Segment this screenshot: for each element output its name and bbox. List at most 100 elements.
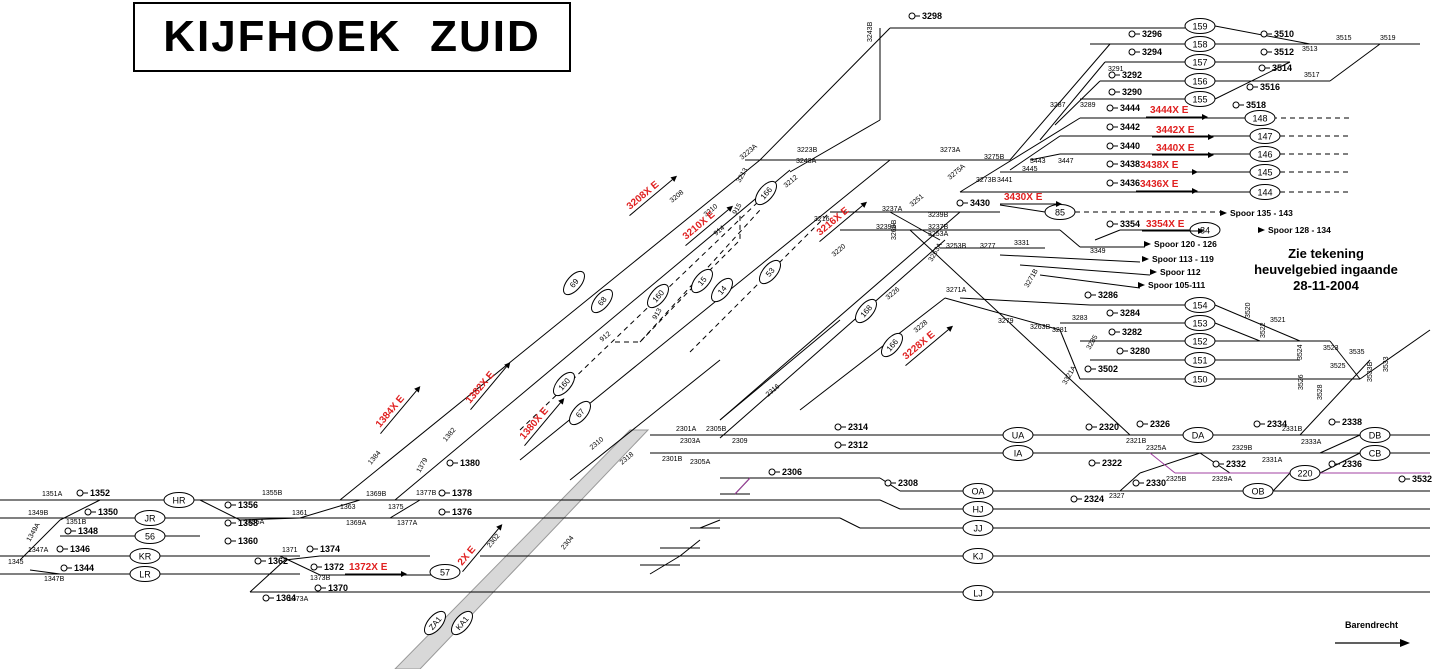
- switch-label: 3271A: [946, 287, 967, 294]
- switch-label: 2305A: [690, 459, 711, 466]
- track-oval: 157: [1184, 54, 1216, 70]
- track-oval: IA: [1002, 445, 1034, 461]
- track-oval: DA: [1182, 427, 1214, 443]
- track-label: 153: [1192, 319, 1207, 329]
- signal: 3532: [1398, 474, 1432, 484]
- track-oval-shape: [129, 566, 161, 582]
- track-oval: KJ: [962, 548, 994, 564]
- signal-label: 1370: [328, 583, 348, 593]
- track-oval: 158: [1184, 36, 1216, 52]
- switch-label: 914: [713, 225, 727, 238]
- track-label: 147: [1257, 132, 1272, 142]
- signal-label: 2330: [1146, 478, 1166, 488]
- route-text: 3228X E: [901, 329, 938, 362]
- signal-label: 2336: [1342, 459, 1362, 469]
- signal-label: 3444: [1120, 103, 1140, 113]
- spoor-arrow-icon: [1258, 227, 1265, 233]
- spoor-label: Spoor 105-111: [1138, 280, 1205, 290]
- signal-label: 1374: [320, 544, 340, 554]
- signal-label: 3438: [1120, 159, 1140, 169]
- signal-label: 1376: [452, 507, 472, 517]
- track-lines: [0, 25, 1431, 593]
- signal: 3514: [1258, 63, 1292, 73]
- switch-label: 3522: [1260, 322, 1267, 338]
- switch-label: 1349B: [28, 510, 49, 517]
- switch-label: 3263B: [891, 219, 898, 240]
- signal-lamp-icon: [1260, 30, 1268, 38]
- signal: 1364: [262, 593, 296, 603]
- track-oval-shape: [1184, 315, 1216, 331]
- signal-label: 3502: [1098, 364, 1118, 374]
- signal-lamp-icon: [254, 557, 262, 565]
- switch-label: 2301A: [676, 426, 697, 433]
- angled-track-oval: 168: [855, 298, 877, 324]
- spoor-label: Spoor 113 - 119: [1142, 254, 1214, 264]
- signal: 3502: [1084, 364, 1118, 374]
- signal-label: 3294: [1142, 47, 1162, 57]
- track-oval-shape: [1359, 427, 1391, 443]
- signal-lamp-icon: [1253, 420, 1261, 428]
- signal-label: 2314: [848, 422, 868, 432]
- switch-label: 912: [599, 331, 613, 344]
- route-arrow-line: [470, 366, 507, 410]
- route-text: 1380X E: [518, 405, 551, 442]
- switch-label: 2305B: [706, 426, 727, 433]
- track-oval: JJ: [962, 520, 994, 536]
- signal-label: 3290: [1122, 87, 1142, 97]
- signal: 3354: [1106, 219, 1140, 229]
- switch-label: 2325A: [1146, 445, 1167, 452]
- signal-label: 2326: [1150, 419, 1170, 429]
- signal: 3438: [1106, 159, 1140, 169]
- track-oval-shape: [134, 528, 166, 544]
- switch-label: 3275B: [984, 154, 1005, 161]
- signal-label: 2308: [898, 478, 918, 488]
- spoor-label: Spoor 135 - 143: [1220, 208, 1293, 218]
- route-label: 1382X E: [464, 362, 511, 410]
- switch-label: 3220: [831, 243, 848, 258]
- switch-label: 3513: [1302, 46, 1318, 53]
- switch-label: 3226: [885, 286, 902, 301]
- track-oval: 220: [1289, 465, 1321, 481]
- signal-lamp-icon: [884, 479, 892, 487]
- signal: 2308: [884, 478, 918, 488]
- signal-lamp-icon: [908, 12, 916, 20]
- track-oval-shape: [1002, 445, 1034, 461]
- route-text: 1384X E: [374, 393, 407, 430]
- signal: 1370: [314, 583, 348, 593]
- signal-label: 2338: [1342, 417, 1362, 427]
- signal-lamp-icon: [438, 508, 446, 516]
- signal-label: 3284: [1120, 308, 1140, 318]
- track-label: 85: [1055, 208, 1065, 218]
- track-oval: UA: [1002, 427, 1034, 443]
- signal-label: 2306: [782, 467, 802, 477]
- signal-label: 3440: [1120, 141, 1140, 151]
- signal-lamp-icon: [956, 199, 964, 207]
- switch-label: 2303A: [680, 438, 701, 445]
- signal: 1376: [438, 507, 472, 517]
- track-oval-shape: [1184, 352, 1216, 368]
- signal-lamp-icon: [1106, 309, 1114, 317]
- signal: 2312: [834, 440, 868, 450]
- switch-label: 3239A: [876, 224, 897, 231]
- signal: 3444: [1106, 103, 1140, 113]
- route-arrow-line: [524, 402, 561, 446]
- switch-label: 1347B: [44, 576, 65, 583]
- signal-lamp-icon: [314, 584, 322, 592]
- track-oval-shape: [1184, 91, 1216, 107]
- switch-label: 2316: [765, 383, 782, 398]
- signal: 2326: [1136, 419, 1170, 429]
- track-oval-shape: [591, 288, 613, 314]
- route-arrow-icon: [1208, 134, 1214, 140]
- signal: 1360: [224, 536, 258, 546]
- signal-lamp-icon: [1128, 30, 1136, 38]
- signal-lamp-icon: [1106, 179, 1114, 187]
- signal-label: 1378: [452, 488, 472, 498]
- track-oval-shape: [691, 268, 713, 294]
- track-oval: LR: [129, 566, 161, 582]
- spoor-arrow-icon: [1138, 282, 1145, 288]
- signal-label: 1362: [268, 556, 288, 566]
- track-oval: 144: [1249, 184, 1281, 200]
- signal-lamp-icon: [446, 459, 454, 467]
